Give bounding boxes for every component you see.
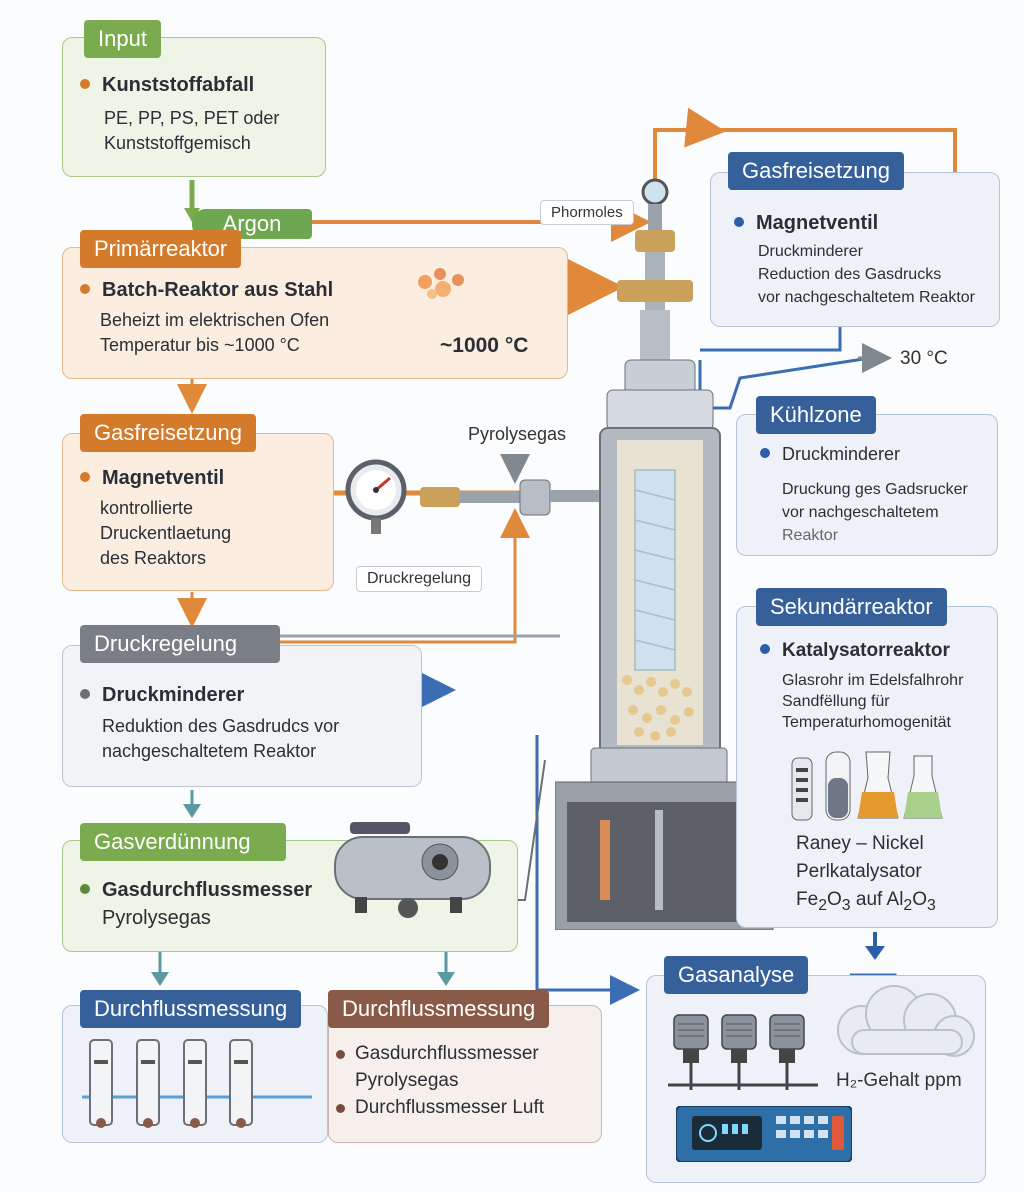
catalyst-list: Raney – Nickel Perlkatalysator Fe2O3 auf…	[796, 830, 936, 920]
catalyst-item-fe2o3: Fe2O3 auf Al2O3	[796, 889, 936, 914]
primary-reactor-card	[62, 247, 568, 379]
flow-item-label: Durchflussmesser Luft	[355, 1097, 545, 1118]
bullet-icon	[80, 688, 90, 699]
primary-reactor-title: Primärreaktor	[80, 230, 242, 268]
bullet-icon	[80, 471, 90, 482]
flow-meter-tubes-icon	[82, 1035, 312, 1135]
gas-dilution-description: Pyrolysegas	[102, 906, 211, 931]
input-line: PE, PP, PS, PET oder	[104, 108, 280, 128]
h2-content-label: H₂-Gehalt ppm	[836, 1070, 962, 1091]
bullet-icon	[80, 283, 90, 294]
gas-release-line: kontrollierte	[100, 498, 194, 518]
cooling-line: Reaktor	[782, 527, 839, 544]
secondary-reactor-item: Katalysatorreaktor	[760, 640, 950, 662]
gas-release-left-item-label: Magnetventil	[102, 467, 225, 489]
gas-dilution-item-label: Gasdurchflussmesser	[102, 879, 313, 901]
gas-analyzer-device	[676, 1106, 852, 1162]
compressor-pump-icon	[330, 812, 520, 922]
input-line: Kunststoffgemisch	[104, 133, 251, 153]
flow-item-label: Gasdurchflussmesser	[355, 1043, 539, 1064]
input-title: Input	[84, 20, 161, 58]
gas-release-right-description: Druckminderer Reduction des Gasdrucks vo…	[758, 240, 975, 309]
gas-release-right-card	[710, 172, 1000, 327]
primary-line: Beheizt im elektrischen Ofen	[100, 310, 330, 330]
gas-release-right-line: Druckminderer	[758, 243, 863, 260]
flow-item: Durchflussmesser Luft	[336, 1094, 544, 1121]
catalyst-item: Raney – Nickel	[796, 833, 924, 854]
pressure-control-line: Reduktion des Gasdrudcs vor	[102, 716, 340, 736]
cooling-zone-title: Kühlzone	[756, 396, 876, 434]
druckregelung-chip: Druckregelung	[356, 566, 483, 592]
secondary-item-label: Katalysatorreaktor	[782, 640, 950, 661]
secondary-line: Sandfëllung für	[782, 693, 890, 710]
input-item-label: Kunststoffabfall	[102, 74, 255, 96]
gas-release-right-item: Magnetventil	[734, 212, 878, 235]
temperature-value: ~1000 °C	[440, 334, 529, 357]
gas-release-right-title: Gasfreisetzung	[728, 152, 904, 190]
gas-release-left-item: Magnetventil	[80, 467, 224, 490]
bullet-icon	[734, 216, 744, 227]
pressure-gauge-icon	[344, 458, 424, 538]
gas-sensors-icon	[668, 1010, 818, 1100]
cooling-zone-item-label: Druckminderer	[782, 444, 901, 464]
pressure-control-item: Druckminderer	[80, 684, 244, 707]
secondary-reactor-description: Glasrohr im Edelsfalhrohr Sandfëllung fü…	[782, 670, 963, 733]
gas-release-left-card	[62, 433, 334, 591]
gas-dilution-title: Gasverdünnung	[80, 823, 286, 861]
cooling-line: Druckung ges Gadsrucker	[782, 481, 968, 498]
flow-measure-left-title: Durchflussmessung	[80, 990, 302, 1028]
valve-assembly-icon	[420, 475, 600, 530]
bullet-icon	[336, 1050, 345, 1059]
input-card	[62, 37, 326, 177]
gas-release-left-description: kontrollierte Druckentlaetung des Reakto…	[100, 496, 231, 571]
gas-release-line: Druckentlaetung	[100, 523, 232, 543]
gas-dilution-line: Pyrolysegas	[102, 907, 211, 929]
cooling-line: vor nachgeschaltetem	[782, 504, 939, 521]
pressure-control-title: Druckregelung	[80, 625, 280, 663]
pressure-control-line: nachgeschaltetem Reaktor	[102, 741, 317, 761]
gas-release-left-title: Gasfreisetzung	[80, 414, 256, 452]
pressure-control-card	[62, 645, 422, 787]
input-description: PE, PP, PS, PET oder Kunststoffgemisch	[104, 106, 279, 156]
bullet-icon	[760, 448, 770, 459]
phormoles-chip: Phormoles	[540, 200, 634, 225]
flow-item: Gasdurchflussmesser	[336, 1040, 544, 1067]
cooling-zone-description: Druckung ges Gadsrucker vor nachgeschalt…	[782, 478, 968, 547]
flow-measure-right-card	[328, 1005, 602, 1143]
flow-measure-right-title: Durchflussmessung	[328, 990, 550, 1028]
bullet-icon	[760, 643, 770, 654]
flow-item-label: Pyrolysegas	[355, 1070, 459, 1091]
primary-reactor-description: Beheizt im elektrischen Ofen Temperatur …	[100, 308, 329, 358]
secondary-line: Temperaturhomogenität	[782, 714, 951, 731]
flow-item: Pyrolysegas	[336, 1067, 544, 1094]
input-item: Kunststoffabfall	[80, 74, 254, 97]
flow-measure-right-items: Gasdurchflussmesser Pyrolysegas Durchflu…	[336, 1040, 544, 1121]
gas-release-right-line: vor nachgeschaltetem Reaktor	[758, 289, 975, 306]
bullet-icon	[336, 1104, 345, 1113]
gas-analysis-title: Gasanalyse	[664, 956, 809, 994]
pyrolysegas-label: Pyrolysegas	[468, 424, 567, 444]
gas-release-right-item-label: Magnetventil	[756, 212, 879, 234]
gas-release-line: des Reaktors	[100, 548, 207, 568]
catalyst-item: Perlkatalysator	[796, 861, 922, 882]
temperature-30-label: 30 °C	[900, 348, 948, 369]
primary-reactor-item: Batch-Reaktor aus Stahl	[80, 279, 333, 302]
primary-item-label: Batch-Reaktor aus Stahl	[102, 279, 334, 301]
catalyst-vials-icon	[786, 748, 946, 823]
bullet-icon	[80, 78, 90, 89]
primary-line: Temperatur bis ~1000 °C	[100, 335, 300, 355]
secondary-reactor-title: Sekundärreaktor	[756, 588, 947, 626]
pressure-control-description: Reduktion des Gasdrudcs vor nachgeschalt…	[102, 714, 339, 764]
cloud-icon	[822, 980, 982, 1060]
gas-release-right-line: Reduction des Gasdrucks	[758, 266, 942, 283]
gas-dilution-item: Gasdurchflussmesser	[80, 879, 312, 902]
reactor-column-illustration	[555, 170, 780, 930]
secondary-line: Glasrohr im Edelsfalhrohr	[782, 672, 964, 689]
bullet-icon	[80, 883, 90, 894]
pressure-control-item-label: Druckminderer	[102, 684, 245, 706]
cooling-zone-item: Druckminderer	[760, 444, 900, 465]
heating-particles-icon	[410, 262, 470, 302]
